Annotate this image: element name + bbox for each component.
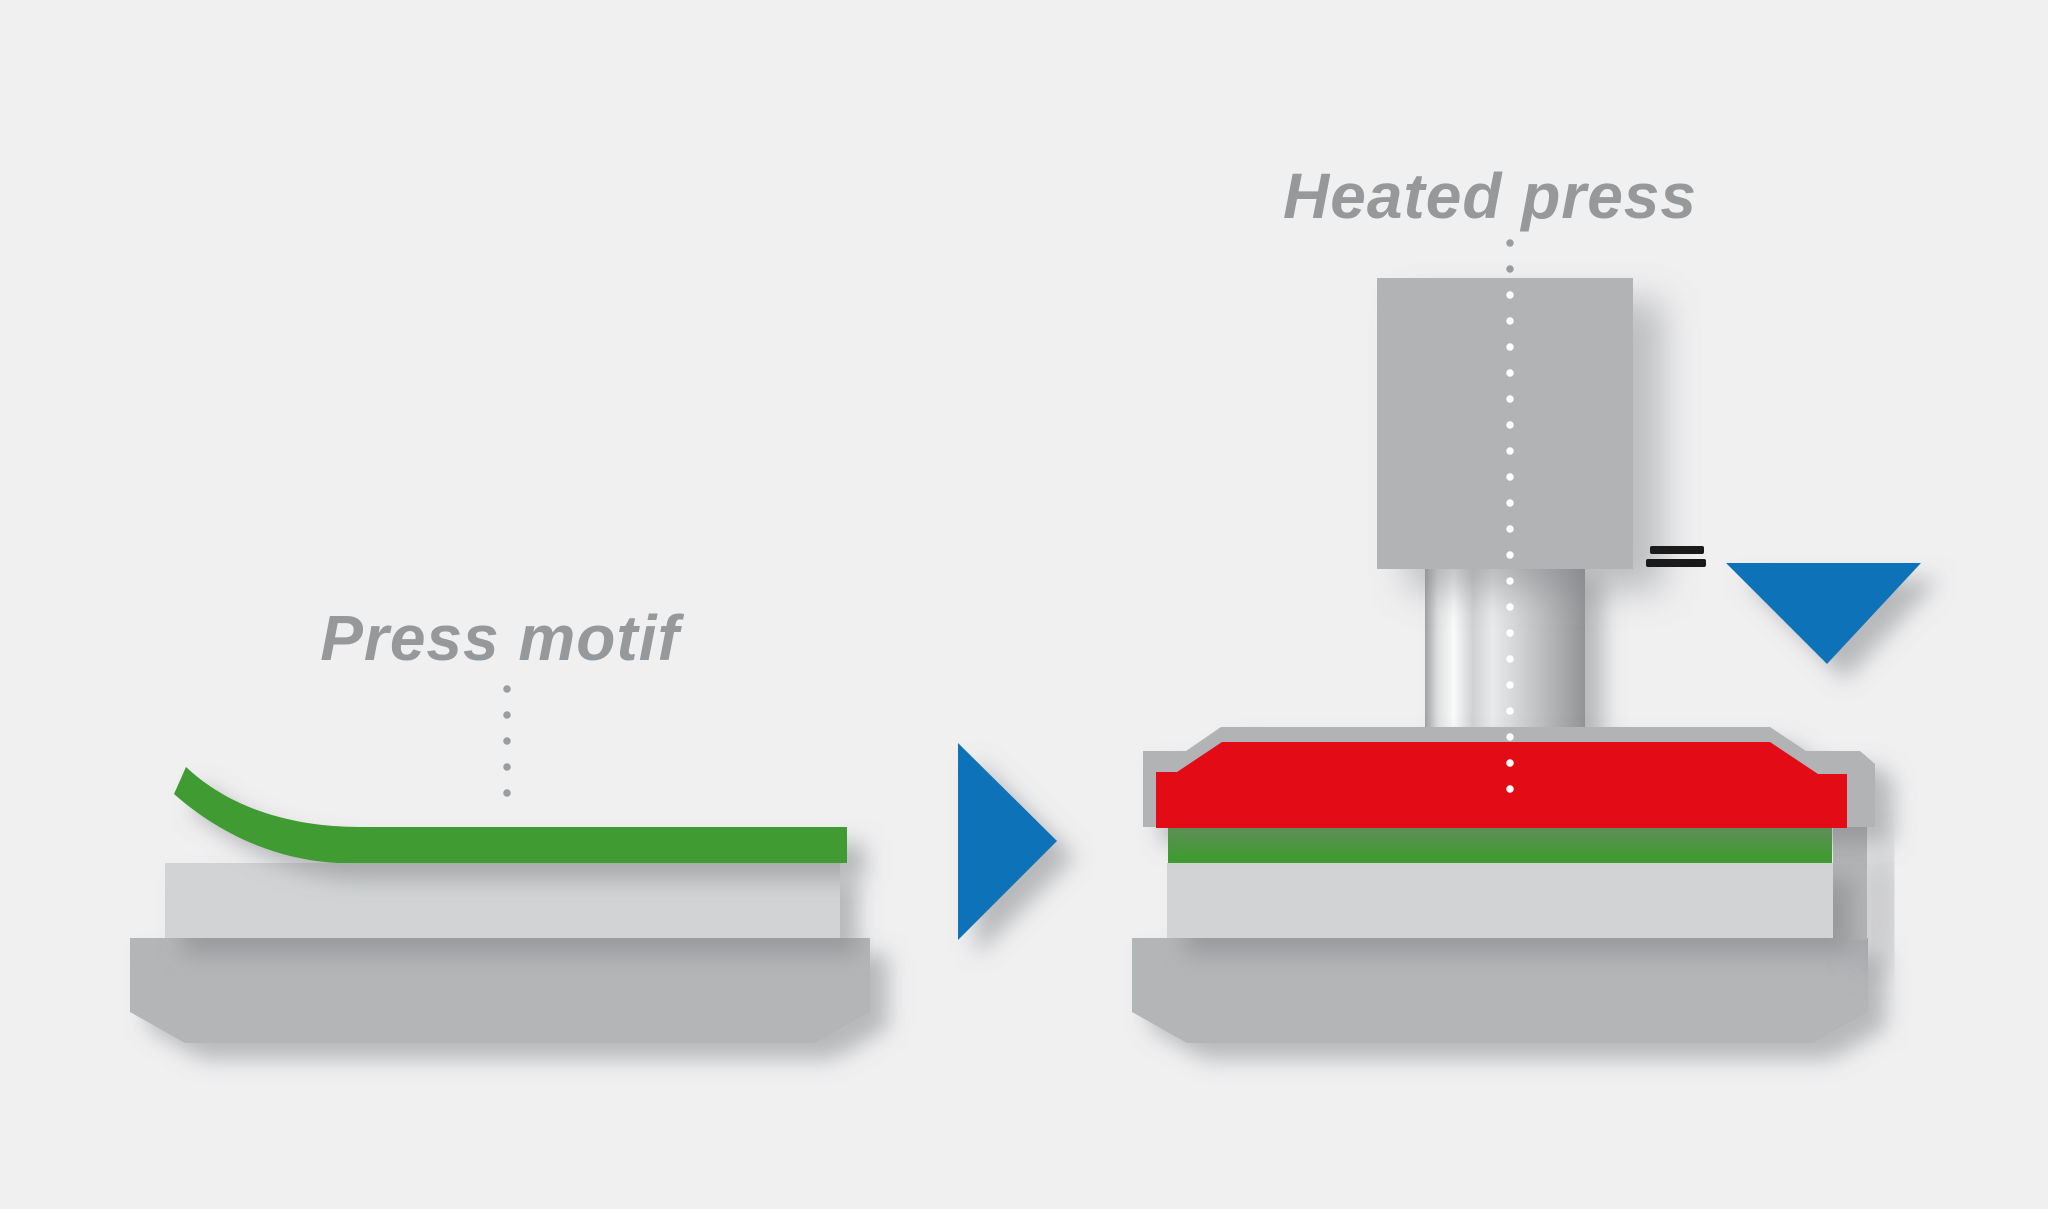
heated-plate	[1156, 742, 1847, 828]
left-diagram-press-motif: Press motif	[130, 602, 870, 1043]
right-diagram-heated-press: Heated press	[1132, 160, 1921, 1043]
press-piston	[1425, 562, 1585, 730]
right-diagram-label: Heated press	[1283, 160, 1697, 232]
right-machine-base	[1132, 938, 1868, 1043]
equals-icon	[1646, 546, 1706, 567]
left-diagram-label: Press motif	[320, 602, 684, 674]
left-press-motif-film	[174, 767, 847, 863]
right-pad-block	[1167, 863, 1833, 938]
plate-holder-flange	[1833, 827, 1867, 940]
left-machine-base	[130, 938, 870, 1043]
left-pad-block	[165, 863, 840, 938]
press-head	[1377, 278, 1633, 569]
right-press-motif-film	[1168, 828, 1832, 863]
down-arrow-icon	[1726, 563, 1921, 664]
right-arrow-icon	[958, 743, 1057, 940]
